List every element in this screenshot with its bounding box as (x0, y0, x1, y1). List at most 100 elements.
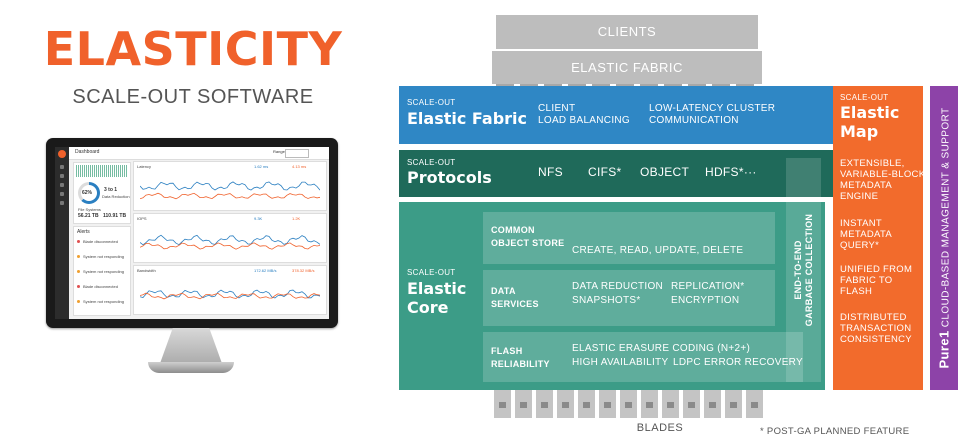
chart-value-b: 1.2K (292, 216, 301, 221)
nav-storage-icon (60, 174, 64, 178)
clients-label: CLIENTS (597, 24, 657, 39)
chart-value-b: 4.13 ms (292, 164, 307, 169)
common-object-store-box: COMMON OBJECT STORE CREATE, READ, UPDATE… (483, 212, 775, 264)
blade (620, 390, 637, 418)
blade (725, 390, 742, 418)
garbage-collection-label: END-TO-END GARBAGE COLLECTION (793, 214, 815, 326)
column-gap (712, 84, 730, 86)
map-item-line: DISTRIBUTED (840, 312, 907, 323)
chart-title: IOPS (137, 216, 147, 221)
protocol-hdfs: HDFS*··· (705, 165, 757, 179)
monitor-stand (159, 328, 223, 366)
blade (515, 390, 532, 418)
nav-health-icon (60, 192, 64, 196)
blade-port-icon (625, 402, 632, 408)
alert-item: Blade disconnected (83, 239, 118, 244)
alert-status-icon (77, 285, 80, 288)
fabric-item-client: CLIENT (538, 103, 576, 114)
blade (683, 390, 700, 418)
data-services-heading-2: SERVICES (491, 299, 539, 309)
column-gap (688, 84, 706, 86)
elastic-fabric-band: SCALE-OUT Elastic Fabric CLIENT LOAD BAL… (399, 86, 833, 144)
alert-item: System not responding (83, 299, 124, 304)
chart-value-b: 378.32 MB/s (292, 268, 315, 273)
chart-series-line (140, 192, 320, 200)
column-gap (616, 84, 634, 86)
encryption-item: ENCRYPTION (671, 295, 740, 306)
pure1-brand: Pure1 (936, 330, 952, 369)
snapshots-item: SNAPSHOTS* (572, 295, 641, 306)
flash-reliability-box: FLASH RELIABILITY ELASTIC ERASURE CODING… (483, 332, 803, 382)
blade-port-icon (562, 402, 569, 408)
blade (746, 390, 763, 418)
blade-port-icon (730, 402, 737, 408)
alert-status-icon (77, 300, 80, 303)
gc-line-1: END-TO-END (793, 240, 803, 300)
blade (599, 390, 616, 418)
garbage-collection-bar (786, 158, 821, 382)
blade-strip (76, 165, 127, 177)
elastic-fabric-bar: ELASTIC FABRIC (492, 51, 762, 84)
capacity-ring (78, 182, 100, 204)
file-systems-label: File Systems (78, 207, 101, 212)
map-item-line: EXTENSIBLE, (840, 158, 905, 169)
map-scaleout-label: SCALE-OUT (840, 93, 889, 102)
column-gap (640, 84, 658, 86)
blade (578, 390, 595, 418)
map-title-line1: Elastic (840, 103, 900, 122)
flash-heading-1: FLASH (491, 346, 523, 356)
object-store-heading-2: OBJECT STORE (491, 238, 565, 248)
used-capacity: 56.21 TB (78, 213, 99, 219)
chart-value-a: 1.62 ms (254, 164, 269, 169)
pure1-panel (930, 86, 958, 390)
blade (557, 390, 574, 418)
chart-series-line (140, 292, 320, 300)
alert-item: Blade disconnected (83, 284, 118, 289)
data-reduction-value: 3 to 1 (104, 187, 118, 193)
nav-analysis-icon (60, 183, 64, 187)
fabric-item-low-latency: LOW-LATENCY CLUSTER (649, 103, 776, 114)
map-item-line: VARIABLE-BLOCK (840, 169, 926, 180)
high-availability-item: HIGH AVAILABILITY (572, 357, 669, 368)
blade-port-icon (541, 402, 548, 408)
blade-port-icon (667, 402, 674, 408)
map-item-line: INSTANT (840, 218, 883, 229)
total-capacity: 110.91 TB (103, 213, 127, 219)
alerts-title: Alerts (77, 229, 90, 235)
chart-series-line (140, 181, 320, 191)
fabric-item-load-balancing: LOAD BALANCING (538, 115, 631, 126)
data-reduction-label: Data Reduction (102, 194, 130, 199)
column-gap (520, 84, 538, 86)
core-title-line1: Elastic (407, 279, 467, 298)
protocol-cifs: CIFS* (588, 165, 622, 179)
blade-port-icon (520, 402, 527, 408)
pure1-description: CLOUD-BASED MANAGEMENT & SUPPORT (940, 107, 952, 328)
chart-series-line (140, 234, 320, 246)
range-label: Range (273, 149, 285, 154)
chart-panel: Latency 1.62 ms 4.13 ms (133, 161, 327, 211)
object-store-operations: CREATE, READ, UPDATE, DELETE (572, 245, 744, 256)
fabric-title: Elastic Fabric (407, 109, 528, 128)
object-store-heading-1: COMMON (491, 225, 535, 235)
page-title: ELASTICITY (43, 22, 343, 76)
capacity-percent: 62% (82, 190, 93, 196)
chart-title: Latency (137, 164, 152, 169)
chart-series-line (140, 242, 320, 250)
chart-plot (140, 289, 320, 300)
nav-settings-icon (60, 201, 64, 205)
alert-status-icon (77, 270, 80, 273)
monitor-screen: Dashboard Range 62% 3 to 1 Data Reductio… (55, 147, 329, 319)
blade (494, 390, 511, 418)
gc-line-2: GARBAGE COLLECTION (804, 213, 814, 327)
footnote: * POST-GA PLANNED FEATURE (760, 426, 910, 437)
fabric-scaleout-label: SCALE-OUT (407, 98, 456, 107)
fabric-item-communication: COMMUNICATION (649, 115, 739, 126)
blade-port-icon (604, 402, 611, 408)
protocol-object: OBJECT (640, 165, 690, 179)
map-item-line: FABRIC TO (840, 275, 893, 286)
flash-heading-2: RELIABILITY (491, 359, 550, 369)
erasure-coding-item: ELASTIC ERASURE CODING (N+2+) (572, 343, 751, 354)
